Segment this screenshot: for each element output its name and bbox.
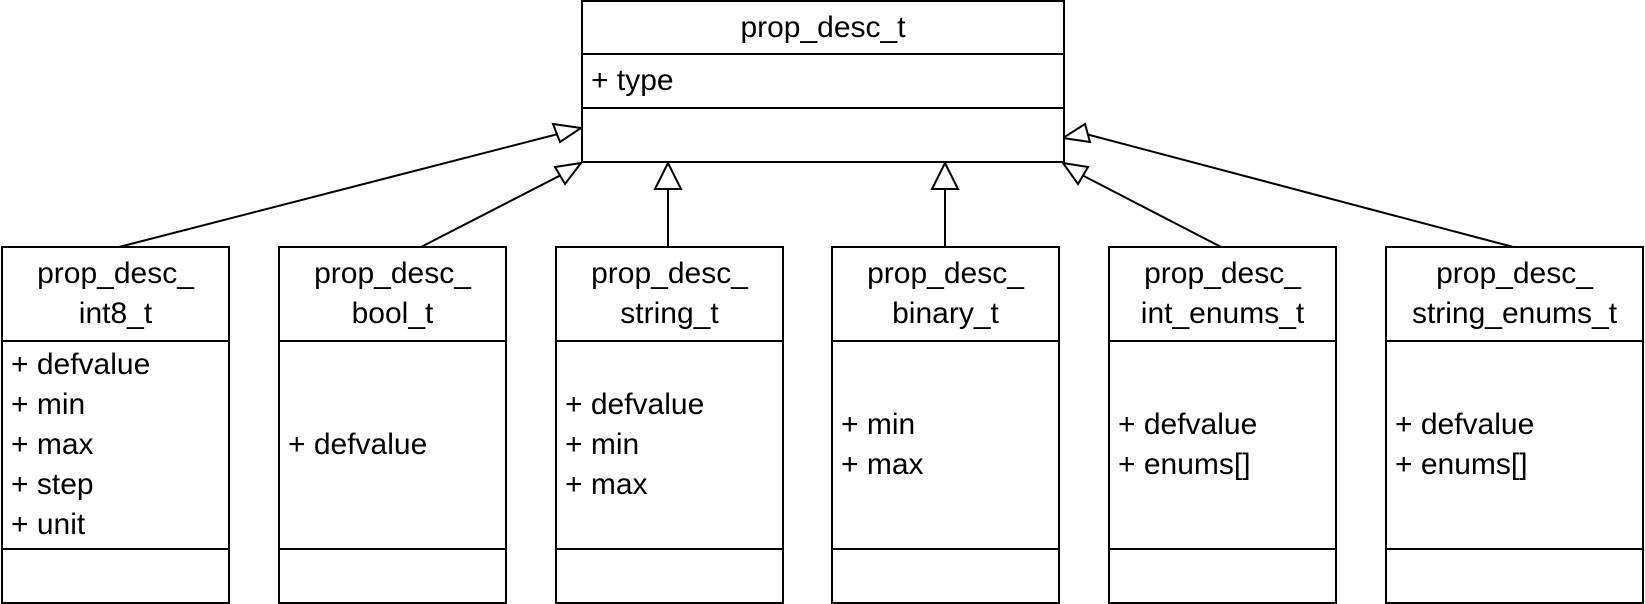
- inheritance-arrowhead-int8: [551, 122, 584, 144]
- class-name: prop_desc_ string_t: [557, 248, 782, 342]
- attribute: + defvalue: [565, 388, 705, 421]
- class-operations: [833, 550, 1058, 602]
- class-name-text: prop_desc_t: [740, 10, 906, 44]
- inheritance-line-string-enums: [1081, 132, 1518, 249]
- class-name-line: string_enums_t: [1411, 297, 1618, 330]
- class-name: prop_desc_ binary_t: [833, 248, 1058, 342]
- class-attributes: + min + max: [833, 342, 1058, 550]
- class-attributes: + defvalue: [280, 342, 505, 550]
- inheritance-line-int-enums: [1077, 172, 1224, 249]
- attribute: + min: [841, 408, 916, 441]
- class-name-line: prop_desc_: [1436, 257, 1593, 290]
- attribute: + defvalue: [1118, 408, 1258, 441]
- class-attributes: + defvalue + enums[]: [1110, 342, 1335, 550]
- inheritance-line-int8: [114, 132, 563, 249]
- attribute: + defvalue: [288, 428, 428, 461]
- class-prop-desc-binary-t: prop_desc_ binary_t + min + max: [831, 246, 1060, 604]
- attribute: + min: [11, 388, 86, 421]
- class-name: prop_desc_ int8_t: [3, 248, 228, 342]
- class-name-line: string_t: [620, 297, 719, 330]
- attribute: + max: [565, 468, 648, 501]
- class-operations: [1387, 550, 1642, 602]
- inheritance-arrowhead-string: [653, 160, 683, 190]
- attribute: + max: [11, 428, 94, 461]
- attribute: + defvalue: [1395, 408, 1535, 441]
- class-attributes: + defvalue + enums[]: [1387, 342, 1642, 550]
- attribute: + step: [11, 468, 94, 501]
- inheritance-arrowhead-bool: [553, 161, 584, 186]
- class-prop-desc-t: prop_desc_t + type: [581, 0, 1065, 163]
- attribute: + enums[]: [1395, 448, 1528, 481]
- attribute: + enums[]: [1118, 448, 1251, 481]
- attribute: + type: [591, 64, 674, 97]
- class-name-line: bool_t: [351, 297, 434, 330]
- inheritance-arrowhead-binary: [930, 160, 960, 190]
- class-prop-desc-bool-t: prop_desc_ bool_t + defvalue: [278, 246, 507, 604]
- class-name: prop_desc_t: [583, 2, 1063, 55]
- attribute: + defvalue: [11, 348, 151, 381]
- class-prop-desc-int8-t: prop_desc_ int8_t + defvalue + min + max…: [1, 246, 230, 604]
- class-operations: [1110, 550, 1335, 602]
- class-attributes: + defvalue + min + max + step + unit: [3, 342, 228, 550]
- class-operations: [557, 550, 782, 602]
- class-name-line: prop_desc_: [591, 257, 748, 290]
- class-name-line: prop_desc_: [1144, 257, 1301, 290]
- inheritance-arrowhead-string-enums: [1060, 122, 1092, 144]
- class-name: prop_desc_ int_enums_t: [1110, 248, 1335, 342]
- class-name: prop_desc_ bool_t: [280, 248, 505, 342]
- class-operations: [280, 550, 505, 602]
- class-prop-desc-string-enums-t: prop_desc_ string_enums_t + defvalue + e…: [1385, 246, 1644, 604]
- class-name-line: prop_desc_: [867, 257, 1024, 290]
- class-name-line: binary_t: [892, 297, 999, 330]
- inheritance-line-bool: [418, 172, 566, 249]
- class-attributes: + type: [583, 55, 1063, 109]
- class-operations: [583, 109, 1063, 161]
- attribute: + min: [565, 428, 640, 461]
- class-name-line: int8_t: [78, 297, 153, 330]
- class-prop-desc-int-enums-t: prop_desc_ int_enums_t + defvalue + enum…: [1108, 246, 1337, 604]
- attribute: + max: [841, 448, 924, 481]
- class-operations: [3, 550, 228, 602]
- class-name-line: prop_desc_: [37, 257, 194, 290]
- inheritance-arrowhead-int-enums: [1060, 161, 1090, 186]
- class-attributes: + defvalue + min + max: [557, 342, 782, 550]
- attribute: + unit: [11, 508, 86, 541]
- class-name: prop_desc_ string_enums_t: [1387, 248, 1642, 342]
- class-name-line: int_enums_t: [1140, 297, 1305, 330]
- class-name-line: prop_desc_: [314, 257, 471, 290]
- class-prop-desc-string-t: prop_desc_ string_t + defvalue + min + m…: [555, 246, 784, 604]
